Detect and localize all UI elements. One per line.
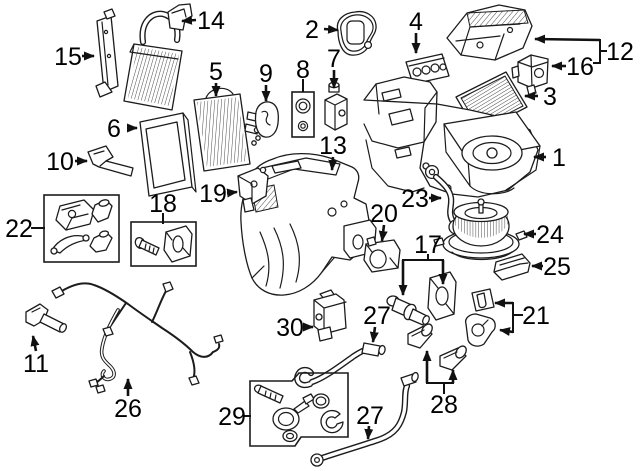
callout-label-3: 3 [543, 83, 557, 111]
callout-7: 7 [327, 45, 341, 89]
callout-11: 11 [23, 335, 49, 378]
part-hose-27a [294, 342, 386, 389]
part-wiring-harness-26 [51, 281, 224, 394]
part-connector-28b [439, 345, 467, 371]
part-fitting-21b [464, 313, 496, 347]
part-connector-28a [407, 323, 433, 349]
callout-label-26: 26 [114, 395, 142, 423]
part-oring-kit-8 [291, 91, 315, 138]
callout-29: 29 [218, 403, 251, 431]
part-gasket-2 [336, 10, 377, 56]
callout-label-8: 8 [296, 56, 310, 84]
part-side-strip-15 [95, 8, 119, 98]
callout-label-29: 29 [218, 403, 246, 431]
part-bracket-17b [427, 271, 457, 321]
callout-18: 18 [149, 190, 177, 224]
callout-24: 24 [523, 221, 564, 249]
callout-label-16: 16 [566, 53, 594, 81]
part-clip-21a [471, 288, 495, 312]
callout-label-14: 14 [197, 7, 225, 35]
callout-13: 13 [319, 132, 347, 171]
callout-6: 6 [107, 115, 138, 143]
callout-30: 30 [276, 314, 314, 342]
callout-9: 9 [259, 60, 273, 102]
callout-label-22: 22 [5, 215, 33, 243]
callout-17: 17 [398, 231, 448, 296]
callout-label-19: 19 [199, 180, 227, 208]
part-valve-30 [313, 289, 347, 342]
callout-27: 27 [356, 402, 384, 440]
callout-22: 22 [5, 215, 45, 243]
part-heater-core [123, 10, 183, 111]
part-bracket-14 [167, 3, 193, 31]
callout-label-27: 27 [356, 402, 384, 430]
part-housing-assembly-1 [363, 76, 541, 198]
callout-label-15: 15 [54, 43, 82, 71]
callout-label-30: 30 [276, 314, 304, 342]
part-actuator-16 [511, 54, 549, 96]
callout-label-23: 23 [401, 185, 429, 213]
callout-label-7: 7 [327, 45, 341, 73]
callout-label-13: 13 [319, 132, 347, 160]
group-box-29 [249, 372, 349, 447]
callout-label-6: 6 [107, 115, 121, 143]
group-box-22 [43, 194, 120, 263]
part-insert-4 [405, 53, 450, 85]
callout-25: 25 [531, 253, 571, 281]
callout-label-12: 12 [606, 38, 634, 66]
callout-15: 15 [54, 43, 95, 71]
callout-14: 14 [181, 7, 225, 35]
callout-label-10: 10 [46, 148, 74, 176]
callout-label-4: 4 [409, 8, 423, 36]
part-fitting-17a [386, 295, 430, 326]
callout-19: 19 [199, 180, 238, 208]
callout-1: 1 [533, 144, 566, 172]
callout-label-18: 18 [149, 190, 177, 218]
part-clip-25 [493, 253, 531, 281]
callout-label-27: 27 [363, 302, 391, 330]
callout-20: 20 [370, 200, 398, 242]
callout-label-28: 28 [430, 391, 458, 419]
callout-21: 21 [494, 298, 550, 336]
callout-label-9: 9 [259, 60, 273, 88]
callout-label-24: 24 [536, 221, 564, 249]
callout-label-17: 17 [414, 231, 442, 259]
callout-23: 23 [401, 185, 442, 213]
callout-label-25: 25 [543, 253, 571, 281]
callout-8: 8 [296, 56, 310, 92]
part-evaporator-5 [193, 87, 264, 172]
part-bracket-20 [363, 236, 401, 273]
callout-2: 2 [305, 16, 339, 44]
callout-26: 26 [114, 378, 142, 423]
part-grommet-9 [251, 101, 279, 146]
part-sensor-11 [25, 303, 68, 333]
callout-label-20: 20 [370, 200, 398, 228]
callout-label-2: 2 [305, 16, 319, 44]
callout-12: 12 [534, 34, 634, 66]
callout-label-11: 11 [23, 350, 49, 378]
callout-27: 27 [363, 302, 391, 343]
part-cover-12 [446, 4, 533, 61]
part-expansion-valve-7 [324, 81, 348, 131]
part-seal-frame-6 [139, 112, 197, 197]
callout-16: 16 [551, 53, 594, 81]
group-box-18 [130, 221, 197, 267]
part-bracket-19 [237, 166, 269, 213]
callout-4: 4 [409, 8, 423, 54]
part-bracket-10 [87, 145, 134, 177]
callout-28: 28 [422, 350, 458, 419]
callout-label-5: 5 [209, 58, 223, 86]
callout-label-21: 21 [522, 302, 550, 330]
callout-3: 3 [524, 83, 557, 111]
callout-5: 5 [209, 58, 223, 97]
callout-label-1: 1 [552, 144, 566, 172]
part-pipe-27b [310, 371, 419, 467]
callout-10: 10 [46, 148, 88, 176]
